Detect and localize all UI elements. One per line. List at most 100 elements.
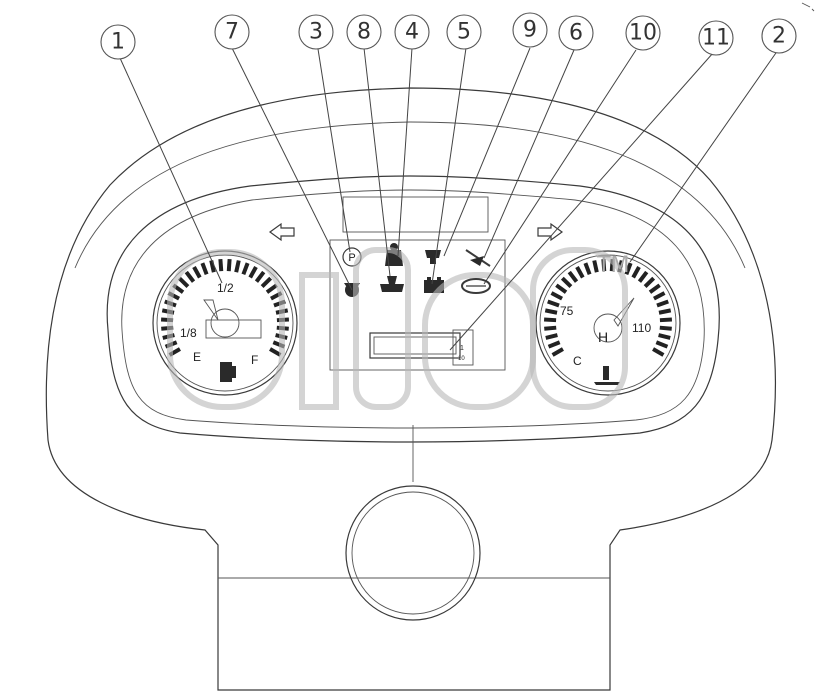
- callout-label: 4: [405, 20, 419, 45]
- callout-label: 10: [629, 21, 657, 46]
- callout-8: 8: [346, 14, 382, 50]
- gauge-tick: [560, 276, 573, 288]
- callout-group: 1 7 3 8 4 5 9 6 10 11 2: [100, 12, 797, 60]
- water-level-icon: [380, 276, 404, 292]
- gauge-tick: [547, 340, 561, 349]
- callout-10: 10: [625, 15, 661, 51]
- right-arrow-icon: [537, 222, 564, 242]
- gauge-tick: [658, 308, 672, 315]
- fuel-label-full: F: [251, 353, 258, 367]
- hydraulic-icon: [461, 278, 491, 294]
- fuel-label-empty: E: [193, 350, 201, 364]
- gauge-tick: [648, 283, 661, 294]
- fuel-pump-icon: [220, 362, 236, 382]
- callout-6: 6: [558, 15, 594, 51]
- gauge-tick: [656, 299, 669, 308]
- high-beam-icon: [425, 250, 441, 264]
- gauge-tick: [200, 262, 209, 276]
- gauge-tick: [658, 333, 671, 340]
- callout-label: 7: [225, 20, 239, 45]
- corner-mark: [801, 2, 815, 12]
- gauge-tick: [248, 266, 258, 279]
- housing-inner-rim: [74, 121, 746, 269]
- temp-label-cold: C: [573, 354, 582, 368]
- callout-2: 2: [761, 18, 797, 54]
- gauge-tick: [547, 299, 560, 308]
- callout-label: 2: [772, 24, 786, 49]
- left-arrow-icon: [268, 222, 295, 242]
- gauge-tick: [567, 270, 579, 283]
- top-label-panel: [342, 196, 489, 233]
- lcd-display: [369, 332, 461, 359]
- gauge-tick: [550, 291, 563, 301]
- callout-label: 6: [569, 21, 583, 46]
- gauge-tick: [545, 333, 558, 340]
- callout-label: 1: [111, 30, 125, 55]
- callout-label: 8: [357, 20, 371, 45]
- gauge-tick: [192, 266, 202, 279]
- steering-column-inner: [351, 491, 475, 615]
- callout-5: 5: [446, 14, 482, 50]
- fuel-label-half: 1/2: [217, 281, 234, 295]
- callout-4: 4: [394, 14, 430, 50]
- gauge-tick: [653, 291, 666, 301]
- seatbelt-icon: [465, 249, 491, 267]
- callout-11: 11: [698, 20, 734, 56]
- watermark-trademark: TM: [596, 253, 629, 278]
- gauge-tick: [575, 266, 585, 279]
- callout-3: 3: [298, 14, 334, 50]
- gauge-tick: [659, 325, 672, 331]
- gauge-tick: [601, 259, 607, 272]
- gauge-tick: [544, 325, 557, 331]
- gauge-tick: [177, 276, 190, 288]
- steering-column-opening: [345, 485, 481, 621]
- housing-outline: [45, 87, 777, 691]
- gauge-tick: [583, 262, 592, 276]
- hour-meter-marks: 1: [460, 345, 464, 352]
- gauge-tick: [226, 259, 232, 272]
- gauge-tick: [260, 276, 273, 288]
- gauge-tick: [551, 347, 564, 357]
- gauge-tick: [218, 259, 224, 272]
- callout-label: 11: [702, 26, 730, 51]
- gauge-tick: [234, 260, 241, 273]
- water-temperature-icon: [594, 366, 620, 385]
- gauge-tick: [543, 317, 557, 323]
- lcd-display-inner: [373, 336, 457, 355]
- leader-lines: [119, 47, 779, 351]
- gauge-tick: [209, 260, 216, 273]
- callout-label: 3: [309, 20, 323, 45]
- hour-meter-button: [452, 329, 474, 366]
- watermark-logo: TM: [167, 247, 629, 410]
- callout-1: 1: [100, 24, 136, 60]
- temp-label-low: 75: [560, 304, 574, 318]
- gauge-tick: [652, 347, 665, 357]
- gauge-tick: [254, 270, 266, 283]
- gauge-tick: [184, 270, 196, 283]
- gauge-tick: [655, 340, 669, 349]
- gauge-tick: [637, 270, 649, 283]
- bezel-outline: [106, 175, 720, 443]
- callout-9: 9: [512, 12, 548, 48]
- gauge-tick: [659, 317, 673, 323]
- temp-label-high: 110: [632, 321, 651, 335]
- callout-7: 7: [214, 14, 250, 50]
- gauge-tick: [241, 262, 250, 276]
- hour-meter-marks-2: 10: [458, 356, 465, 362]
- gauge-tick: [544, 308, 558, 315]
- gauge-tick: [624, 262, 633, 276]
- gauge-tick: [555, 283, 568, 294]
- callout-label: 9: [523, 18, 537, 43]
- temp-label-hot: H: [598, 329, 608, 345]
- fuel-label-eighth: 1/8: [180, 326, 197, 340]
- gauge-tick: [592, 260, 599, 273]
- svg-text:P: P: [348, 252, 355, 264]
- gauge-tick: [631, 266, 641, 279]
- gauge-tick: [265, 283, 278, 294]
- warning-lamp-panel: [329, 239, 506, 371]
- gauge-tick: [643, 276, 656, 288]
- gauge-tick: [269, 347, 282, 357]
- callout-label: 5: [457, 20, 471, 45]
